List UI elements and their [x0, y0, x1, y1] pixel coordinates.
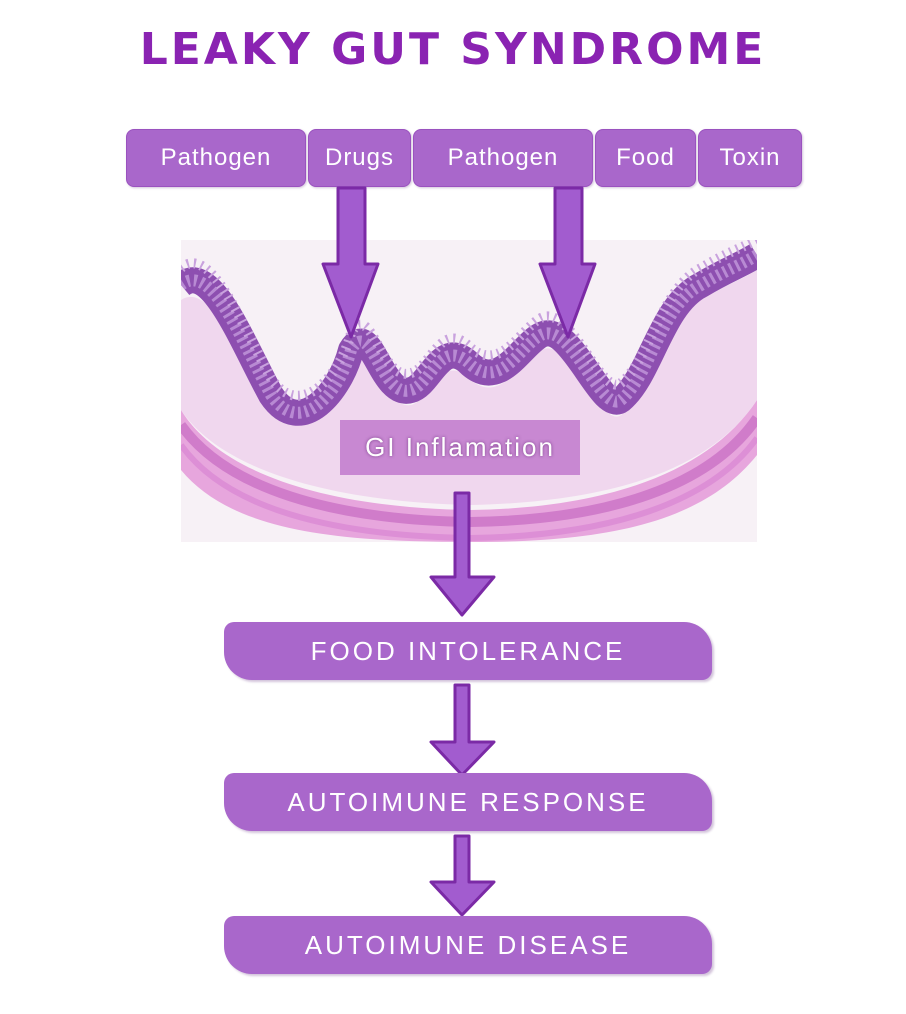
arrow-down-pathogen: [538, 186, 597, 339]
autoimmune-response-box: AUTOIMUNE RESPONSE: [224, 773, 712, 831]
cause-drugs: Drugs: [308, 129, 411, 187]
arrow-down-inflammation: [429, 491, 496, 617]
arrow-down-intolerance: [429, 683, 496, 777]
cause-toxin: Toxin: [698, 129, 802, 187]
gi-inflammation-label: GI Inflamation: [340, 420, 580, 475]
cause-food: Food: [595, 129, 696, 187]
page-title: LEAKY GUT SYNDROME: [139, 24, 767, 75]
cause-pathogen-1: Pathogen: [126, 129, 306, 187]
food-intolerance-box: FOOD INTOLERANCE: [224, 622, 712, 680]
arrow-down-drugs: [321, 186, 380, 339]
autoimmune-disease-box: AUTOIMUNE DISEASE: [224, 916, 712, 974]
arrow-down-response: [429, 834, 496, 917]
intestinal-tissue-image: [172, 235, 764, 542]
cause-pathogen-2: Pathogen: [413, 129, 593, 187]
